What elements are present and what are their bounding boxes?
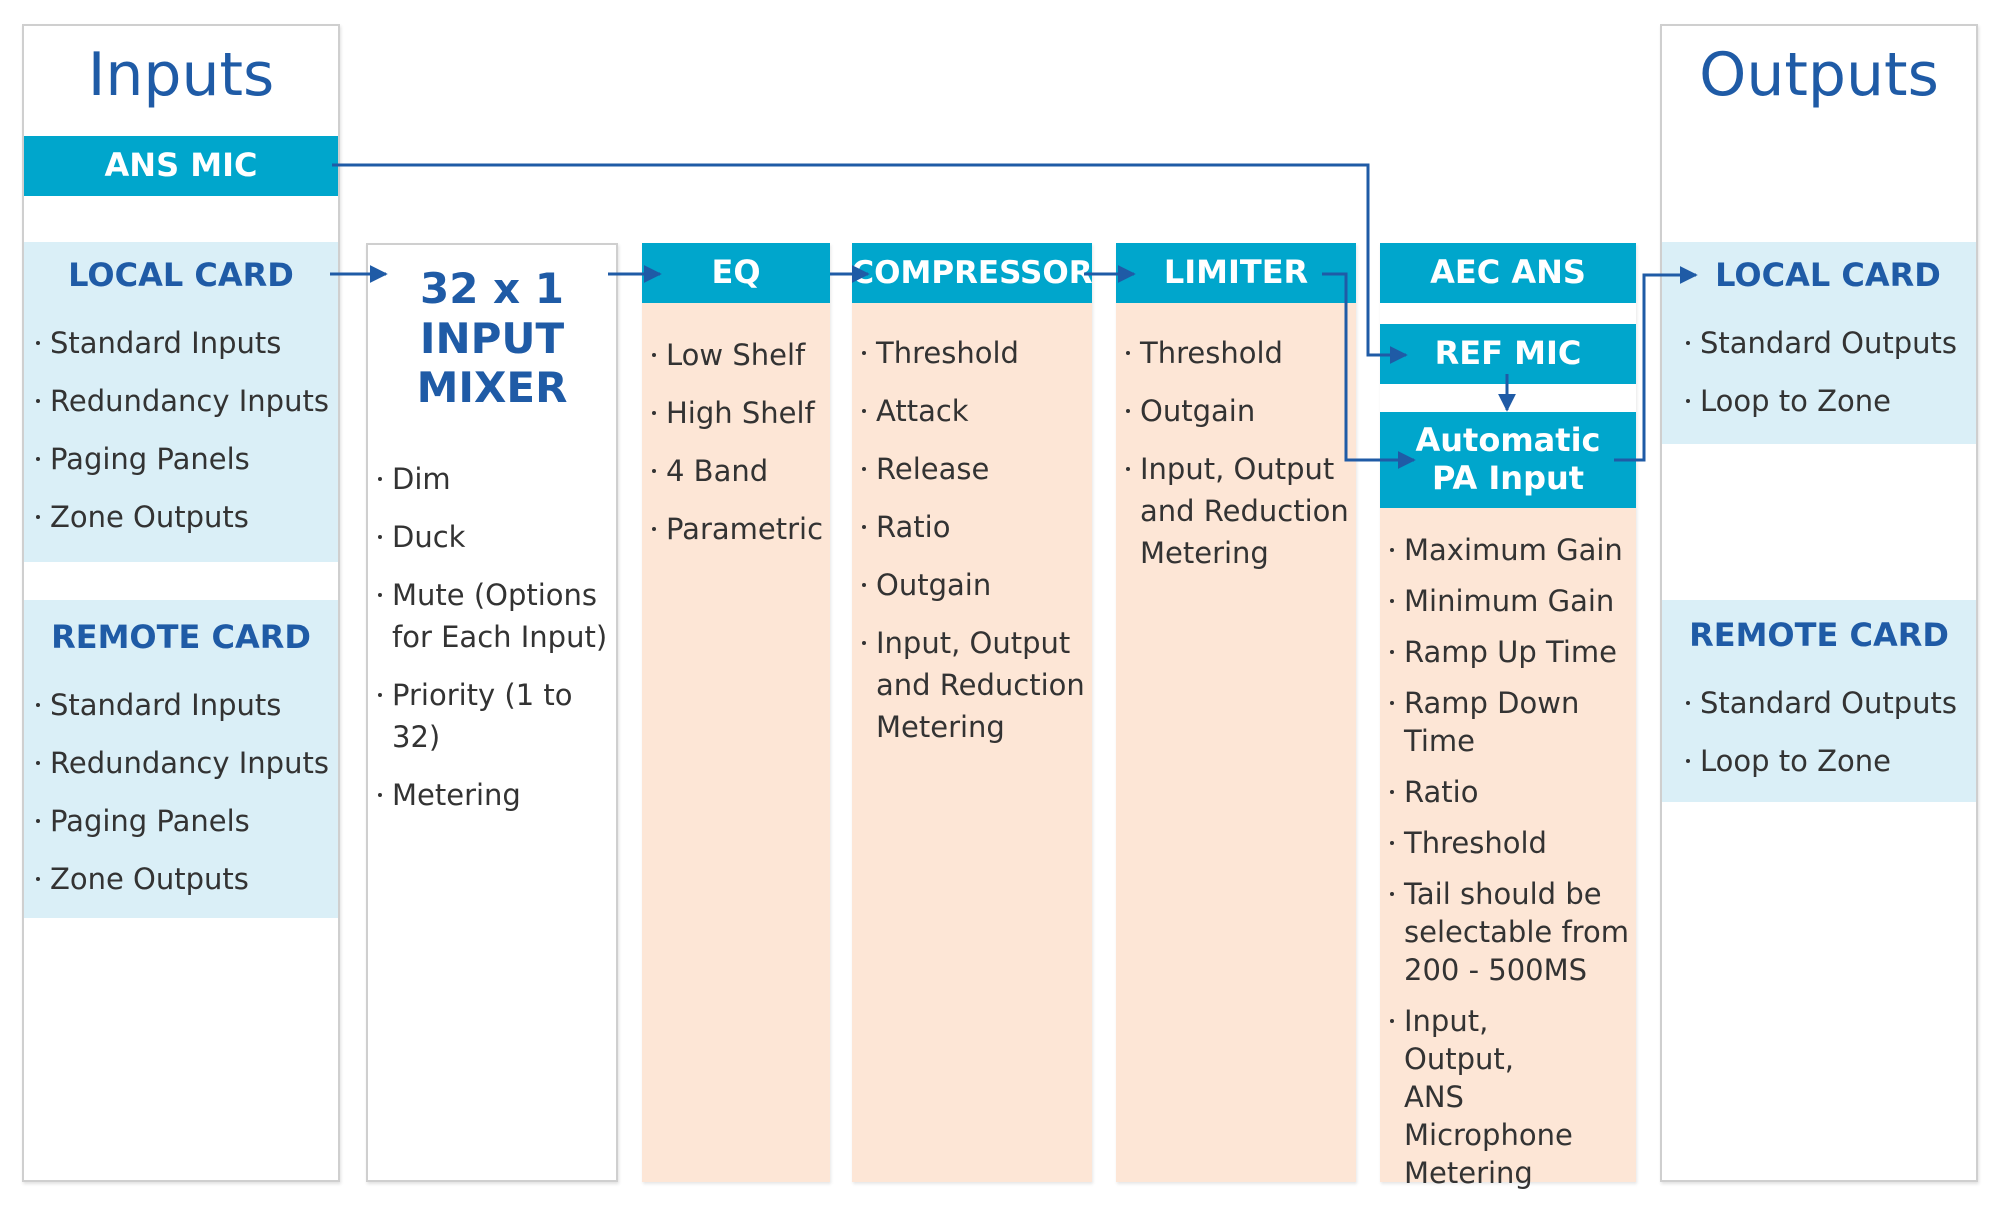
- outputs-local-card-title: LOCAL CARD: [1715, 256, 1941, 294]
- eq-list: Low Shelf High Shelf 4 Band Parametric: [652, 326, 828, 558]
- mixer-title: 32 x 1 INPUT MIXER: [366, 264, 618, 413]
- list-item: Standard Inputs: [36, 314, 336, 372]
- limiter-column: [1116, 243, 1356, 1182]
- list-item: Release: [862, 448, 1088, 490]
- list-item: Input, Output, ANS Microphone Metering: [1390, 1002, 1634, 1192]
- automatic-pa-line1: Automatic: [1415, 421, 1601, 460]
- outputs-local-card-list: Standard Outputs Loop to Zone: [1686, 314, 1974, 430]
- list-item: Ramp Up Time: [1390, 633, 1634, 671]
- arrow-ans-to-ref-mic: [332, 163, 1408, 364]
- outputs-remote-card-list: Standard Outputs Loop to Zone: [1686, 674, 1974, 790]
- list-item: High Shelf: [652, 384, 828, 442]
- outputs-remote-card-panel: [1662, 600, 1976, 802]
- list-item: Standard Inputs: [36, 676, 336, 734]
- list-item: Ratio: [1390, 773, 1634, 811]
- inputs-local-card-panel: [24, 242, 338, 562]
- list-item: Threshold: [1126, 332, 1352, 374]
- limiter-list: Threshold Outgain Input, Output and Redu…: [1126, 332, 1352, 574]
- ref-mic-bar[interactable]: REF MIC: [1380, 324, 1636, 384]
- list-item: Outgain: [1126, 390, 1352, 432]
- list-item: Ramp Down Time: [1390, 684, 1634, 760]
- list-item: Duck: [378, 516, 614, 558]
- list-item: Minimum Gain: [1390, 582, 1634, 620]
- list-item: Tail should be selectable from 200 - 500…: [1390, 875, 1634, 989]
- list-item: Priority (1 to 32): [378, 674, 614, 758]
- list-item: 4 Band: [652, 442, 828, 500]
- list-item: Redundancy Inputs: [36, 734, 336, 792]
- mixer-title-line1: 32 x 1: [419, 264, 564, 313]
- mixer-column: [366, 243, 618, 1182]
- automatic-pa-line2: PA Input: [1431, 459, 1585, 497]
- list-item: Threshold: [1390, 824, 1634, 862]
- list-item: Attack: [862, 390, 1088, 432]
- list-item: Redundancy Inputs: [36, 372, 336, 430]
- list-item: Parametric: [652, 500, 828, 558]
- outputs-remote-card-title: REMOTE CARD: [1689, 616, 1949, 654]
- list-item: Zone Outputs: [36, 850, 336, 908]
- mixer-title-line2: INPUT: [419, 313, 565, 363]
- mixer-title-line3: MIXER: [416, 363, 568, 413]
- eq-bar[interactable]: EQ: [642, 243, 830, 303]
- inputs-remote-card-title: REMOTE CARD: [51, 618, 311, 656]
- eq-column: [642, 243, 830, 1182]
- automatic-pa-input-bar[interactable]: Automatic PA Input: [1380, 412, 1636, 508]
- list-item: Paging Panels: [36, 430, 336, 488]
- outputs-title: Outputs: [1699, 40, 1939, 110]
- list-item: Threshold: [862, 332, 1088, 374]
- inputs-title: Inputs: [87, 40, 275, 110]
- compressor-list: Threshold Attack Release Ratio Outgain I…: [862, 332, 1088, 748]
- list-item: Standard Outputs: [1686, 314, 1974, 372]
- list-item: Low Shelf: [652, 326, 828, 384]
- list-item: Maximum Gain: [1390, 531, 1634, 569]
- inputs-remote-card-panel: [24, 600, 338, 918]
- list-item: Loop to Zone: [1686, 732, 1974, 790]
- list-item: Outgain: [862, 564, 1088, 606]
- aec-gap: [1380, 303, 1636, 324]
- list-item: Paging Panels: [36, 792, 336, 850]
- compressor-bar[interactable]: COMPRESSOR: [851, 243, 1093, 303]
- inputs-local-card-title: LOCAL CARD: [68, 256, 294, 294]
- list-item: Standard Outputs: [1686, 674, 1974, 732]
- limiter-bar[interactable]: LIMITER: [1116, 243, 1356, 303]
- inputs-local-card-list: Standard Inputs Redundancy Inputs Paging…: [36, 314, 336, 546]
- inputs-remote-card-list: Standard Inputs Redundancy Inputs Paging…: [36, 676, 336, 908]
- aec-ans-bar[interactable]: AEC ANS: [1380, 243, 1636, 303]
- list-item: Zone Outputs: [36, 488, 336, 546]
- outputs-local-card-panel: [1662, 242, 1976, 444]
- arrow-auto-pa-to-outputs: [1614, 266, 1698, 462]
- aec-list: Maximum Gain Minimum Gain Ramp Up Time R…: [1390, 531, 1634, 1192]
- list-item: Dim: [378, 458, 614, 500]
- ans-mic-bar[interactable]: ANS MIC: [24, 136, 338, 196]
- compressor-column: [852, 243, 1092, 1182]
- list-item: Input, Output and Reduction Metering: [1126, 448, 1352, 574]
- list-item: Ratio: [862, 506, 1088, 548]
- list-item: Loop to Zone: [1686, 372, 1974, 430]
- list-item: Mute (Options for Each Input): [378, 574, 614, 658]
- mixer-list: Dim Duck Mute (Options for Each Input) P…: [378, 458, 614, 816]
- list-item: Metering: [378, 774, 614, 816]
- list-item: Input, Output and Reduction Metering: [862, 622, 1088, 748]
- arrow-limiter-to-auto-pa: [1322, 272, 1416, 469]
